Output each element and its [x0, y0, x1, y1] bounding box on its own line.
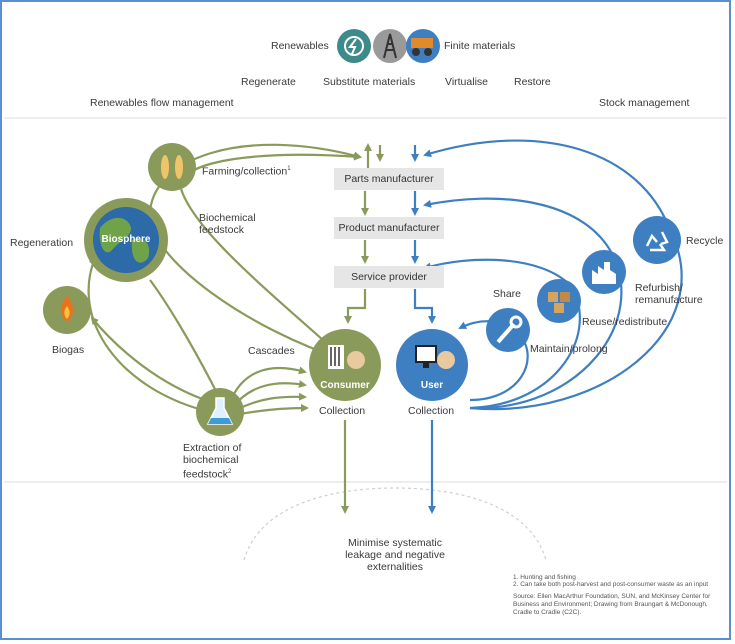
action-substitute-materials: Substitute materials: [323, 76, 416, 88]
recycle-icon: [633, 216, 681, 264]
renewables-icon: [337, 29, 371, 63]
source-note: Source: Ellen MacArthur Foundation, SUN,…: [513, 593, 711, 616]
maintain-label: Maintain/prolong: [530, 343, 608, 355]
service-provider-box: Service provider: [334, 266, 444, 288]
consumer-icon: [309, 329, 381, 401]
action-virtualise: Virtualise: [445, 76, 488, 88]
oil-rig-icon: [373, 29, 407, 63]
flame-icon: [43, 286, 91, 334]
parts-manufacturer-box: Parts manufacturer: [334, 168, 444, 190]
extraction-label: Extraction of biochemical feedstock2: [183, 442, 242, 481]
factory-icon: [582, 250, 626, 294]
cascade-4: [239, 404, 309, 416]
renewables-flow-management: Renewables flow management: [90, 97, 234, 109]
footnote-2: 2. Can take both post-harvest and post-c…: [513, 581, 709, 588]
green-to-consumer: [344, 289, 367, 324]
user-icon: [396, 329, 468, 401]
renewables-label: Renewables: [271, 40, 329, 52]
boxes-icon: [537, 279, 581, 323]
user-label: User: [420, 380, 444, 391]
product-manufacturer-box: Product manufacturer: [334, 217, 444, 239]
wheat-fish-icon: [148, 143, 196, 191]
biochemical-feedstock-label: Biochemical feedstock: [199, 212, 256, 236]
leakage-arc: [243, 487, 547, 561]
cascades-label: Cascades: [248, 345, 295, 357]
mining-truck-icon: [406, 29, 440, 63]
reuse-label: Reuse/redistribute: [582, 316, 668, 328]
collection-left-label: Collection: [319, 405, 366, 417]
consumer-label: Consumer: [320, 380, 370, 391]
regeneration-loop: [87, 256, 211, 414]
flask-icon: [196, 388, 244, 436]
leakage-label: Minimise systematic leakage and negative…: [345, 537, 445, 573]
wrench-icon: [486, 308, 530, 352]
action-restore: Restore: [514, 76, 551, 88]
collection-right-label: Collection: [408, 405, 455, 417]
biogas-arrow: [90, 316, 206, 402]
finite-materials-label: Finite materials: [444, 40, 516, 52]
biosphere-label: Biosphere: [101, 234, 151, 245]
stock-management: Stock management: [599, 97, 690, 109]
footnote-1: 1. Hunting and fishing: [513, 574, 576, 581]
blue-to-user: [413, 289, 436, 324]
recycle-label: Recycle: [686, 235, 724, 247]
action-regenerate: Regenerate: [241, 76, 296, 88]
cascade-2: [231, 380, 307, 409]
farming-collection-label: Farming/collection1: [202, 165, 291, 178]
share-label: Share: [493, 288, 522, 300]
refurbish-label: Refurbish/ remanufacture: [635, 282, 703, 306]
biosphere-icon: [84, 198, 168, 282]
extraction-link: [149, 279, 219, 396]
biogas-label: Biogas: [52, 344, 85, 356]
regeneration-label: Regeneration: [10, 237, 74, 249]
